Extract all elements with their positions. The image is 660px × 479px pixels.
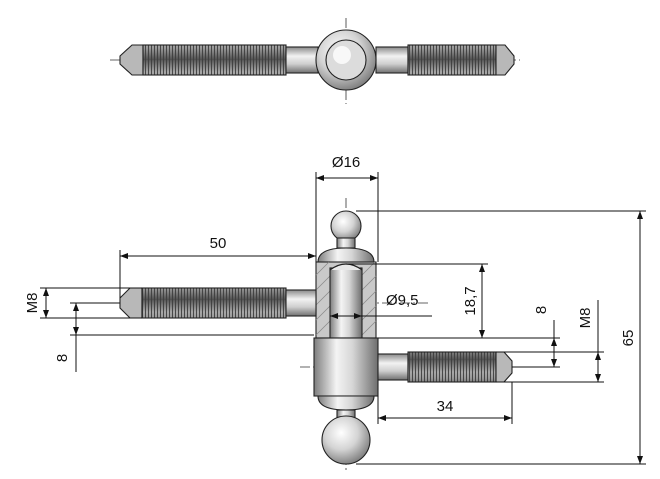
top-left-thread-tip: [119, 44, 144, 76]
top-finial-neck: [336, 237, 356, 249]
top-finial-ball: [330, 210, 362, 242]
hinge-pin: [329, 267, 363, 339]
label-lower-thread-size: M8: [577, 308, 594, 329]
lower-shank: [377, 353, 409, 381]
top-right-thread-tip: [495, 44, 515, 76]
lower-knuckle: [313, 337, 379, 397]
label-lower-offset: 8: [533, 306, 550, 314]
label-upper-thread-size: M8: [24, 293, 41, 314]
dimension-lines: [40, 172, 646, 465]
upper-shank: [285, 289, 317, 317]
front-view: [112, 198, 520, 470]
top-left-thread: [142, 44, 287, 76]
upper-thread-tip: [119, 287, 143, 319]
bottom-finial-ball: [321, 415, 371, 465]
label-head-diameter: Ø16: [332, 154, 360, 171]
top-right-shank: [375, 46, 409, 74]
label-upper-thread-length: 50: [210, 235, 227, 252]
lower-thread: [407, 351, 497, 383]
bottom-finial-collar: [317, 395, 375, 411]
label-pin-diameter: Ø9,5: [386, 292, 419, 309]
lower-thread-tip: [495, 351, 513, 383]
label-upper-offset: 8: [54, 354, 71, 362]
dimension-labels: Ø16 50 M8 8 Ø9,5 18,7 8 M8 34 65: [24, 154, 637, 415]
section-hatch: [315, 261, 377, 336]
top-right-thread: [407, 44, 497, 76]
top-left-shank: [285, 46, 319, 74]
label-lower-thread-length: 34: [437, 398, 454, 415]
label-sleeve-height: 18,7: [462, 286, 479, 315]
top-finial-collar: [317, 247, 375, 263]
top-view: [110, 18, 520, 104]
label-overall-height: 65: [620, 330, 637, 347]
upper-thread: [141, 287, 287, 319]
